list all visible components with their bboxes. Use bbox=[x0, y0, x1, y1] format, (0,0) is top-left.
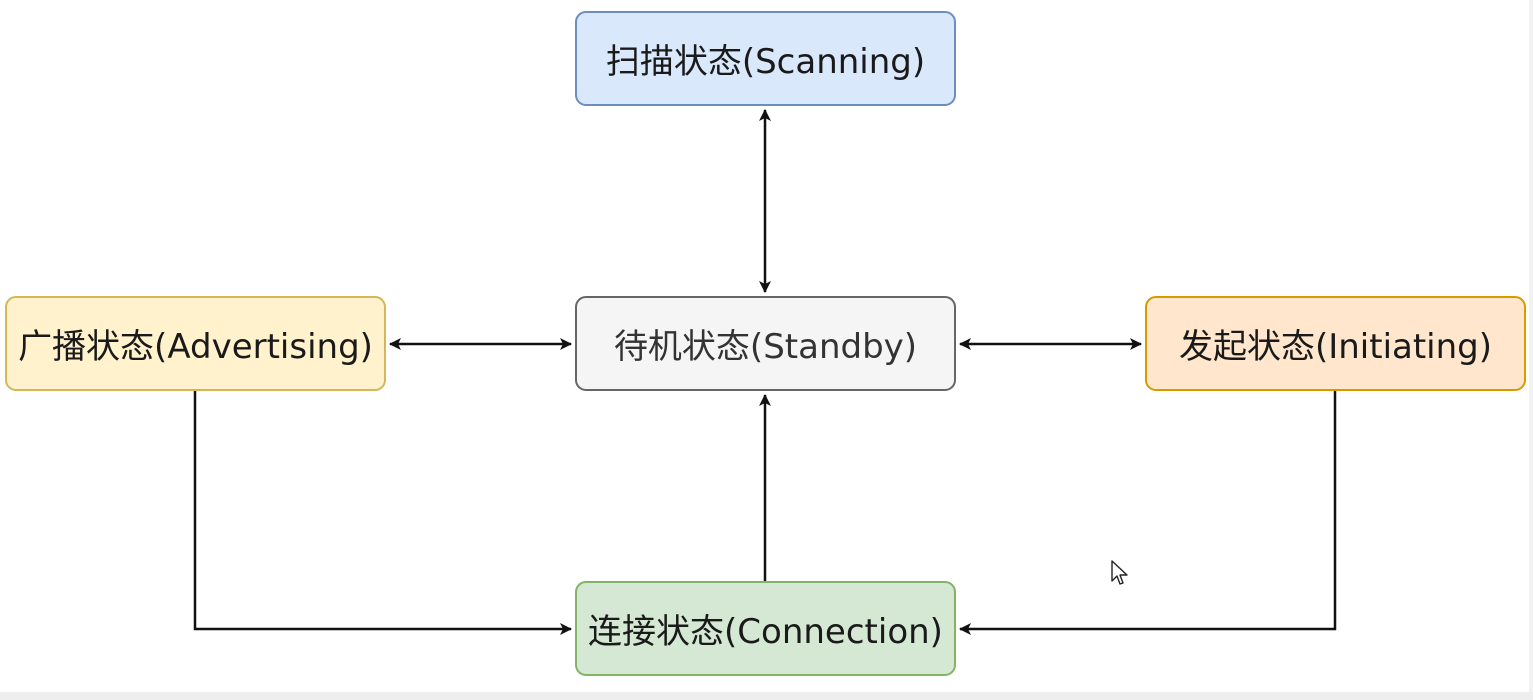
node-standby-label: 待机状态(Standby) bbox=[613, 327, 918, 367]
node-initiating[interactable]: 发起状态(Initiating) bbox=[1145, 296, 1526, 391]
edge-advertising-connection bbox=[193, 391, 572, 635]
node-advertising[interactable]: 广播状态(Advertising) bbox=[5, 296, 386, 391]
node-connection-label: 连接状态(Connection) bbox=[588, 612, 943, 652]
node-connection[interactable]: 连接状态(Connection) bbox=[575, 581, 956, 676]
node-scanning-label: 扫描状态(Scanning) bbox=[605, 42, 926, 82]
node-advertising-label: 广播状态(Advertising) bbox=[18, 327, 373, 367]
node-standby[interactable]: 待机状态(Standby) bbox=[575, 296, 956, 391]
mouse-pointer-icon bbox=[1111, 560, 1128, 585]
node-scanning[interactable]: 扫描状态(Scanning) bbox=[575, 11, 956, 106]
right-edge-strip bbox=[1529, 0, 1533, 692]
node-initiating-label: 发起状态(Initiating) bbox=[1178, 327, 1493, 367]
edge-initiating-connection bbox=[959, 391, 1337, 635]
bottom-edge-strip bbox=[0, 692, 1533, 700]
